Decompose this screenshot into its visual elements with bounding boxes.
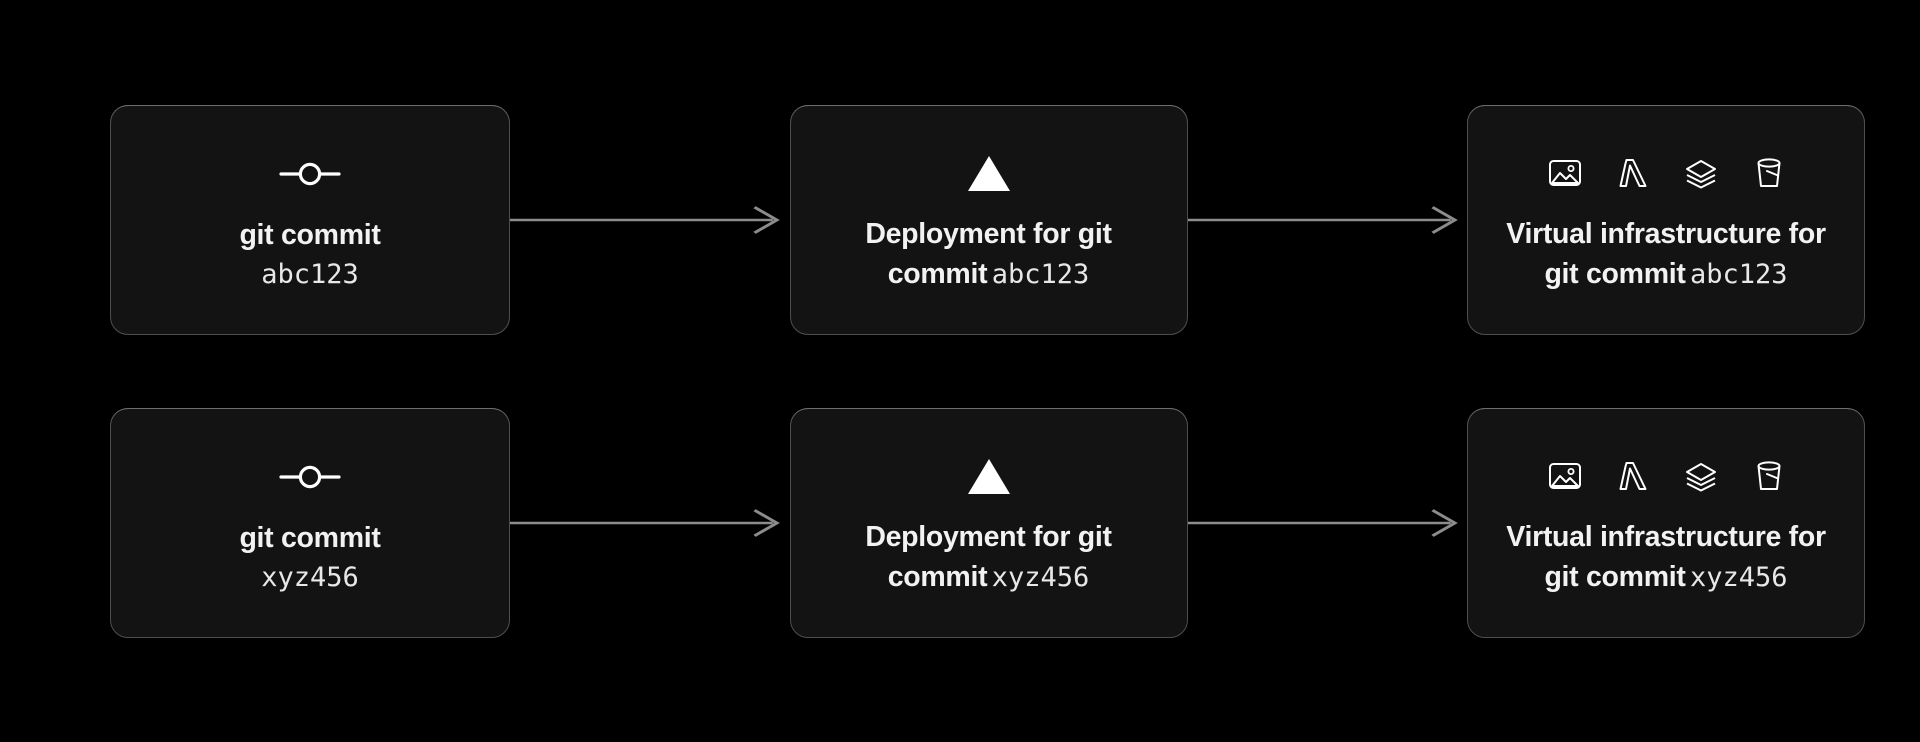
git-commit-icon-wrap <box>279 449 341 505</box>
deployment-card-row1[interactable]: Deployment for git commit abc123 <box>789 105 1188 335</box>
stage-title: Virtual infrastructure for git commit <box>1506 218 1826 290</box>
commit-hash: xyz456 <box>1690 562 1788 593</box>
lambda-icon <box>1618 460 1648 492</box>
arrow-commit-to-deploy-row2 <box>510 408 790 638</box>
deployment-card-text-row1: Deployment for git commit abc123 <box>791 215 1187 295</box>
stage-title: Deployment for git commit <box>865 218 1112 290</box>
stage-title: Deployment for git commit <box>865 521 1112 593</box>
commit-hash: xyz456 <box>991 562 1090 593</box>
layers-icon <box>1684 157 1718 189</box>
git-commit-icon-wrap <box>279 146 341 202</box>
deployment-icon-wrap <box>967 145 1011 201</box>
deployment-card-row2[interactable]: Deployment for git commit xyz456 <box>789 408 1188 638</box>
git-commit-card-row2[interactable]: git commit xyz456 <box>110 408 510 638</box>
stage-title: Virtual infrastructure for git commit <box>1506 521 1826 593</box>
commit-hash: abc123 <box>1690 259 1788 290</box>
infrastructure-icon-row-row2 <box>1548 448 1784 504</box>
image-icon <box>1548 460 1582 492</box>
infrastructure-icon-row-row1 <box>1548 145 1784 201</box>
arrow-commit-to-deploy-row1 <box>510 105 790 335</box>
pipeline-row-abc123: git commit abc123 Deployment for git com… <box>0 105 1920 335</box>
stage-title: git commit <box>239 522 381 555</box>
deployment-icon-wrap <box>967 448 1011 504</box>
deployment-card-text-row2: Deployment for git commit xyz456 <box>791 518 1187 598</box>
lambda-icon <box>1618 157 1648 189</box>
git-commit-card-text-row1: git commit abc123 <box>217 216 402 294</box>
bucket-icon <box>1754 460 1784 493</box>
image-icon <box>1548 157 1582 189</box>
commit-hash: abc123 <box>991 259 1090 290</box>
commit-hash: xyz456 <box>261 562 359 594</box>
git-commit-card-row1[interactable]: git commit abc123 <box>110 105 510 335</box>
git-commit-icon <box>279 160 341 188</box>
pipeline-row-xyz456: git commit xyz456 Deployment for git com… <box>0 408 1920 638</box>
bucket-icon <box>1754 157 1784 190</box>
layers-icon <box>1684 460 1718 492</box>
infrastructure-card-text-row2: Virtual infrastructure for git commit xy… <box>1468 518 1864 598</box>
arrow-deploy-to-infra-row1 <box>1187 105 1468 335</box>
stage-title: git commit <box>239 219 381 252</box>
commit-hash: abc123 <box>261 259 359 291</box>
git-commit-icon <box>279 463 341 491</box>
vercel-triangle-icon <box>967 457 1011 496</box>
arrow-deploy-to-infra-row2 <box>1187 408 1468 638</box>
vercel-triangle-icon <box>967 154 1011 193</box>
infrastructure-card-text-row1: Virtual infrastructure for git commit ab… <box>1468 215 1864 295</box>
infrastructure-card-row2[interactable]: Virtual infrastructure for git commit xy… <box>1467 408 1865 638</box>
infrastructure-card-row1[interactable]: Virtual infrastructure for git commit ab… <box>1467 105 1865 335</box>
git-commit-card-text-row2: git commit xyz456 <box>217 519 402 597</box>
